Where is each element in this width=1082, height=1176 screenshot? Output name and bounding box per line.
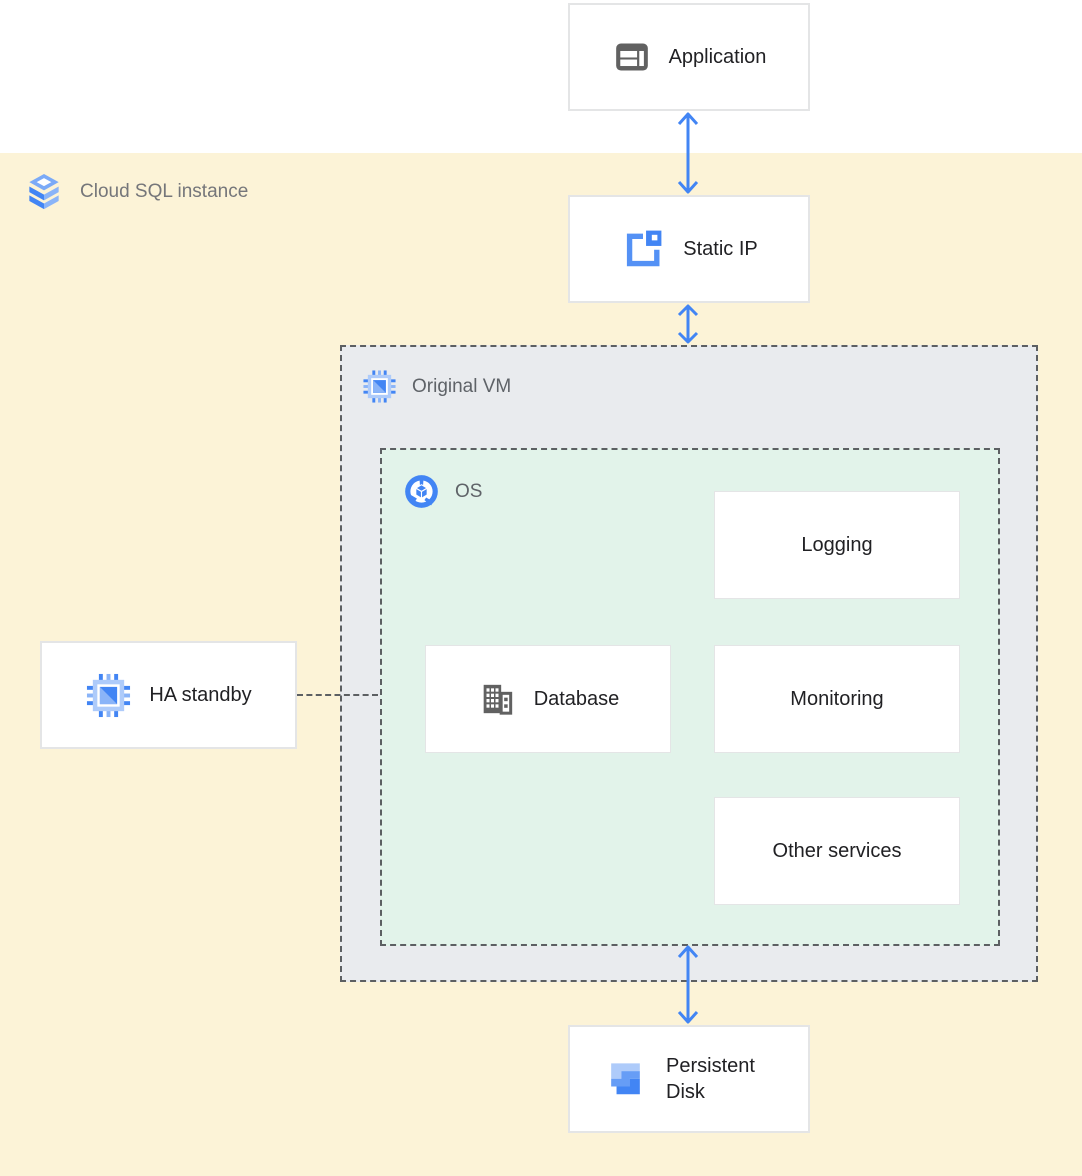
container-os: OS Logging xyxy=(380,448,1000,946)
node-other-services: Other services xyxy=(714,797,960,905)
node-monitoring: Monitoring xyxy=(714,645,960,753)
node-persistent-disk: Persistent Disk xyxy=(568,1025,810,1133)
logging-label: Logging xyxy=(801,534,873,556)
node-database: Database xyxy=(425,645,671,753)
container-original-vm: Original VM xyxy=(340,345,1038,982)
arrow-application-static-ip xyxy=(677,112,699,194)
connector-ha-standby-vm xyxy=(297,694,378,696)
external-ip-icon xyxy=(627,230,662,267)
database-label: Database xyxy=(533,688,620,710)
node-ha-standby: HA standby xyxy=(40,641,297,749)
cloud-sql-instance-label: Cloud SQL instance xyxy=(24,172,248,212)
static-ip-label: Static IP xyxy=(683,238,758,260)
compute-engine-icon xyxy=(87,673,131,717)
monitoring-label: Monitoring xyxy=(790,688,884,710)
cloud-sql-instance-text: Cloud SQL instance xyxy=(80,181,249,202)
arrow-os-persistent-disk xyxy=(677,945,699,1024)
database-building-icon xyxy=(483,684,512,715)
original-vm-label: Original VM xyxy=(362,369,511,404)
persistent-disk-label: Persistent Disk xyxy=(666,1055,755,1103)
persistent-disk-icon xyxy=(611,1062,640,1094)
node-application: Application xyxy=(568,3,810,111)
os-text: OS xyxy=(455,480,483,502)
compute-engine-icon xyxy=(363,370,396,403)
other-services-label: Other services xyxy=(772,840,902,862)
node-logging: Logging xyxy=(714,491,960,599)
arrow-static-ip-vm xyxy=(677,304,699,344)
ha-standby-label: HA standby xyxy=(149,684,252,706)
application-window-icon xyxy=(615,43,648,71)
cloud-sql-icon xyxy=(29,174,59,210)
application-label: Application xyxy=(668,46,767,68)
os-label: OS xyxy=(403,473,482,510)
guest-os-icon xyxy=(405,475,438,508)
node-static-ip: Static IP xyxy=(568,195,810,303)
original-vm-text: Original VM xyxy=(412,375,512,397)
